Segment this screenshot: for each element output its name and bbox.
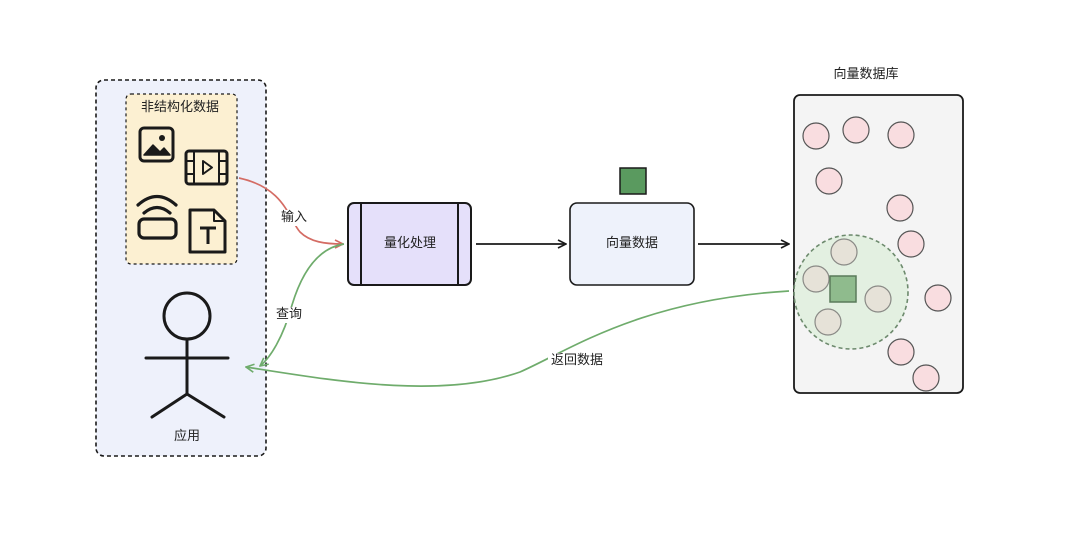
vector-data-node-label: 向量数据: [605, 236, 659, 251]
database-points: [802, 116, 952, 392]
unstructured-data-title: 非结构化数据: [140, 100, 220, 115]
vector-point: [912, 364, 940, 392]
application-label: 应用: [173, 429, 201, 444]
user-figure-icon: [144, 291, 230, 419]
query-edge-label: 查询: [272, 307, 306, 323]
neighbor-point: [802, 265, 830, 293]
audio-icon: [136, 194, 178, 240]
vector-point: [842, 116, 870, 144]
input-edge-label: 输入: [277, 210, 311, 226]
vector-point: [897, 230, 925, 258]
nearest-points: [802, 238, 892, 336]
vector-point: [886, 194, 914, 222]
vector-square-icon: [619, 167, 647, 195]
vector-point: [887, 338, 915, 366]
query-vector-square: [829, 275, 857, 303]
text-icon: [188, 208, 227, 254]
vector-point: [924, 284, 952, 312]
image-icon: [138, 126, 175, 163]
vector-data-node: [569, 202, 695, 286]
neighbor-point: [830, 238, 858, 266]
video-icon: [184, 149, 229, 186]
unstructured-data-box: [125, 93, 238, 265]
database-title: 向量数据库: [833, 67, 899, 82]
vector-point: [802, 122, 830, 150]
arrow-query: [260, 243, 345, 366]
neighbor-point: [814, 308, 842, 336]
vector-point: [815, 167, 843, 195]
vector-point: [887, 121, 915, 149]
quantize-node: [347, 202, 472, 286]
neighbor-point: [864, 285, 892, 313]
arrow-return: [246, 290, 790, 387]
quantize-node-label: 量化处理: [383, 236, 437, 251]
arrow-input: [238, 177, 343, 244]
return-edge-label: 返回数据: [547, 353, 607, 369]
